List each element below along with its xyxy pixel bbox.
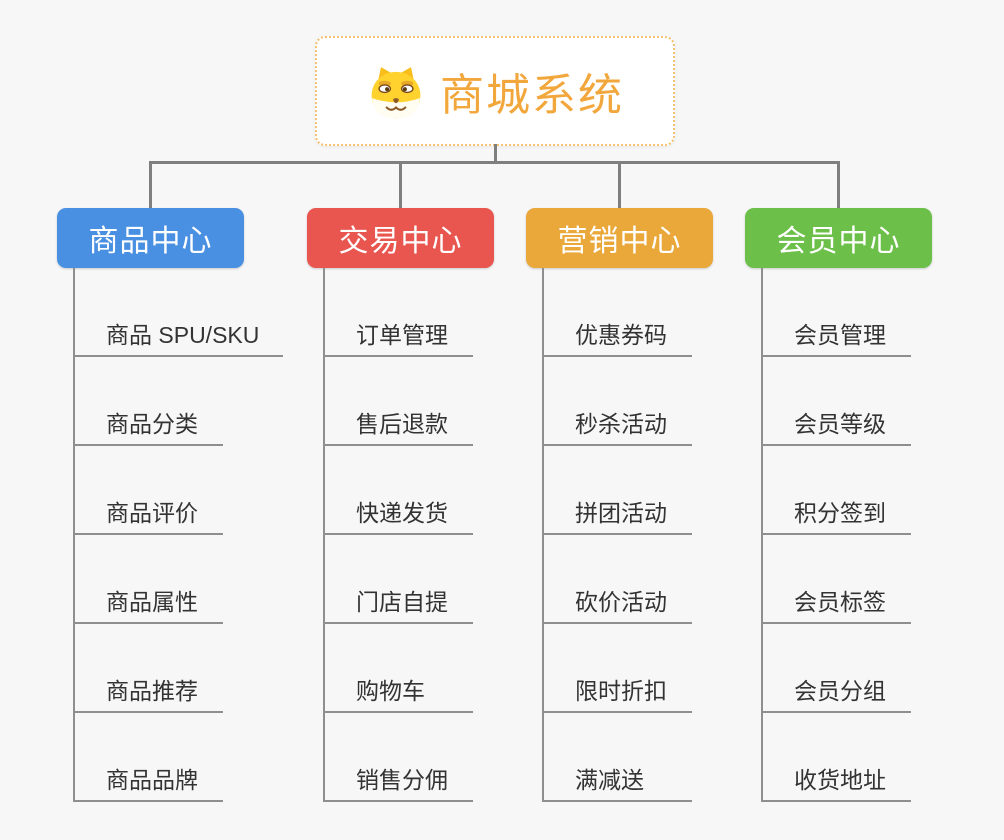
- branch-drop-line: [149, 161, 152, 208]
- child-topic-label: 商品品牌: [106, 767, 198, 793]
- child-topic-label: 商品 SPU/SKU: [106, 322, 260, 348]
- child-topic-label: 购物车: [356, 678, 425, 704]
- child-vertical-line: [323, 268, 325, 800]
- child-topic-label: 会员等级: [794, 411, 886, 437]
- child-column-1: 商品 SPU/SKU 商品分类商品评价商品属性商品推荐商品品牌: [73, 268, 284, 802]
- horizontal-rail-line: [149, 161, 839, 164]
- child-topic-label: 商品属性: [106, 589, 198, 615]
- child-topic[interactable]: 快递发货: [323, 446, 473, 535]
- child-topic[interactable]: 售后退款: [323, 357, 473, 446]
- child-topic[interactable]: 会员等级: [761, 357, 911, 446]
- branch-drop-line: [399, 161, 402, 208]
- child-topic-label: 砍价活动: [575, 589, 667, 615]
- child-topic-label: 售后退款: [356, 411, 448, 437]
- child-topic-label: 积分签到: [794, 500, 886, 526]
- branch-label: 商品中心: [88, 225, 213, 258]
- child-topic[interactable]: 门店自提: [323, 535, 473, 624]
- root-title: 商城系统: [440, 71, 624, 120]
- child-topic[interactable]: 会员分组: [761, 624, 911, 713]
- shiba-dog-icon: [366, 63, 426, 120]
- child-vertical-line: [73, 268, 75, 800]
- child-topic[interactable]: 商品属性: [73, 535, 223, 624]
- child-topic[interactable]: 积分签到: [761, 446, 911, 535]
- root-node[interactable]: 商城系统: [315, 36, 675, 146]
- child-topic[interactable]: 商品品牌: [73, 713, 223, 802]
- child-topic-label: 会员分组: [794, 678, 886, 704]
- child-topic[interactable]: 销售分佣: [323, 713, 473, 802]
- child-topic[interactable]: 订单管理: [323, 268, 473, 357]
- root-connector-line: [493, 144, 497, 164]
- child-topic-label: 门店自提: [356, 589, 448, 615]
- child-vertical-line: [761, 268, 763, 800]
- branch-label: 会员中心: [776, 225, 901, 258]
- branch-drop-line: [837, 161, 840, 208]
- child-topic-label: 商品评价: [106, 500, 198, 526]
- branch-node-4[interactable]: 会员中心: [745, 208, 932, 268]
- child-topic[interactable]: 砍价活动: [542, 535, 692, 624]
- child-vertical-line: [542, 268, 544, 800]
- child-topic-label: 会员管理: [794, 322, 886, 348]
- branch-label: 营销中心: [557, 225, 682, 258]
- child-topic[interactable]: 商品 SPU/SKU: [73, 268, 284, 357]
- child-topic[interactable]: 收货地址: [761, 713, 911, 802]
- branch-node-2[interactable]: 交易中心: [307, 208, 494, 268]
- child-topic[interactable]: 商品推荐: [73, 624, 223, 713]
- child-topic-label: 优惠券码: [575, 322, 667, 348]
- branch-drop-line: [618, 161, 621, 208]
- child-topic[interactable]: 限时折扣: [542, 624, 692, 713]
- child-topic[interactable]: 秒杀活动: [542, 357, 692, 446]
- child-topic-label: 拼团活动: [575, 500, 667, 526]
- child-topic-label: 限时折扣: [575, 678, 667, 704]
- child-topic[interactable]: 商品分类: [73, 357, 223, 446]
- branch-node-1[interactable]: 商品中心: [57, 208, 244, 268]
- child-topic[interactable]: 商品评价: [73, 446, 223, 535]
- child-topic[interactable]: 满减送: [542, 713, 692, 802]
- child-topic-label: 秒杀活动: [575, 411, 667, 437]
- child-topic-label: 会员标签: [794, 589, 886, 615]
- child-column-3: 优惠券码秒杀活动拼团活动砍价活动限时折扣满减送: [542, 268, 692, 802]
- branch-node-3[interactable]: 营销中心: [526, 208, 713, 268]
- child-topic-label: 快递发货: [356, 500, 448, 526]
- child-topic-label: 收货地址: [794, 767, 886, 793]
- child-topic[interactable]: 会员管理: [761, 268, 911, 357]
- child-topic-label: 满减送: [575, 767, 644, 793]
- child-topic[interactable]: 拼团活动: [542, 446, 692, 535]
- child-column-4: 会员管理会员等级积分签到会员标签会员分组收货地址: [761, 268, 911, 802]
- child-topic[interactable]: 会员标签: [761, 535, 911, 624]
- child-topic[interactable]: 优惠券码: [542, 268, 692, 357]
- child-topic[interactable]: 购物车: [323, 624, 473, 713]
- child-topic-label: 订单管理: [356, 322, 448, 348]
- child-topic-label: 商品分类: [106, 411, 198, 437]
- child-topic-label: 商品推荐: [106, 678, 198, 704]
- child-topic-label: 销售分佣: [356, 767, 448, 793]
- child-column-2: 订单管理售后退款快递发货门店自提购物车销售分佣: [323, 268, 473, 802]
- branch-label: 交易中心: [338, 225, 463, 258]
